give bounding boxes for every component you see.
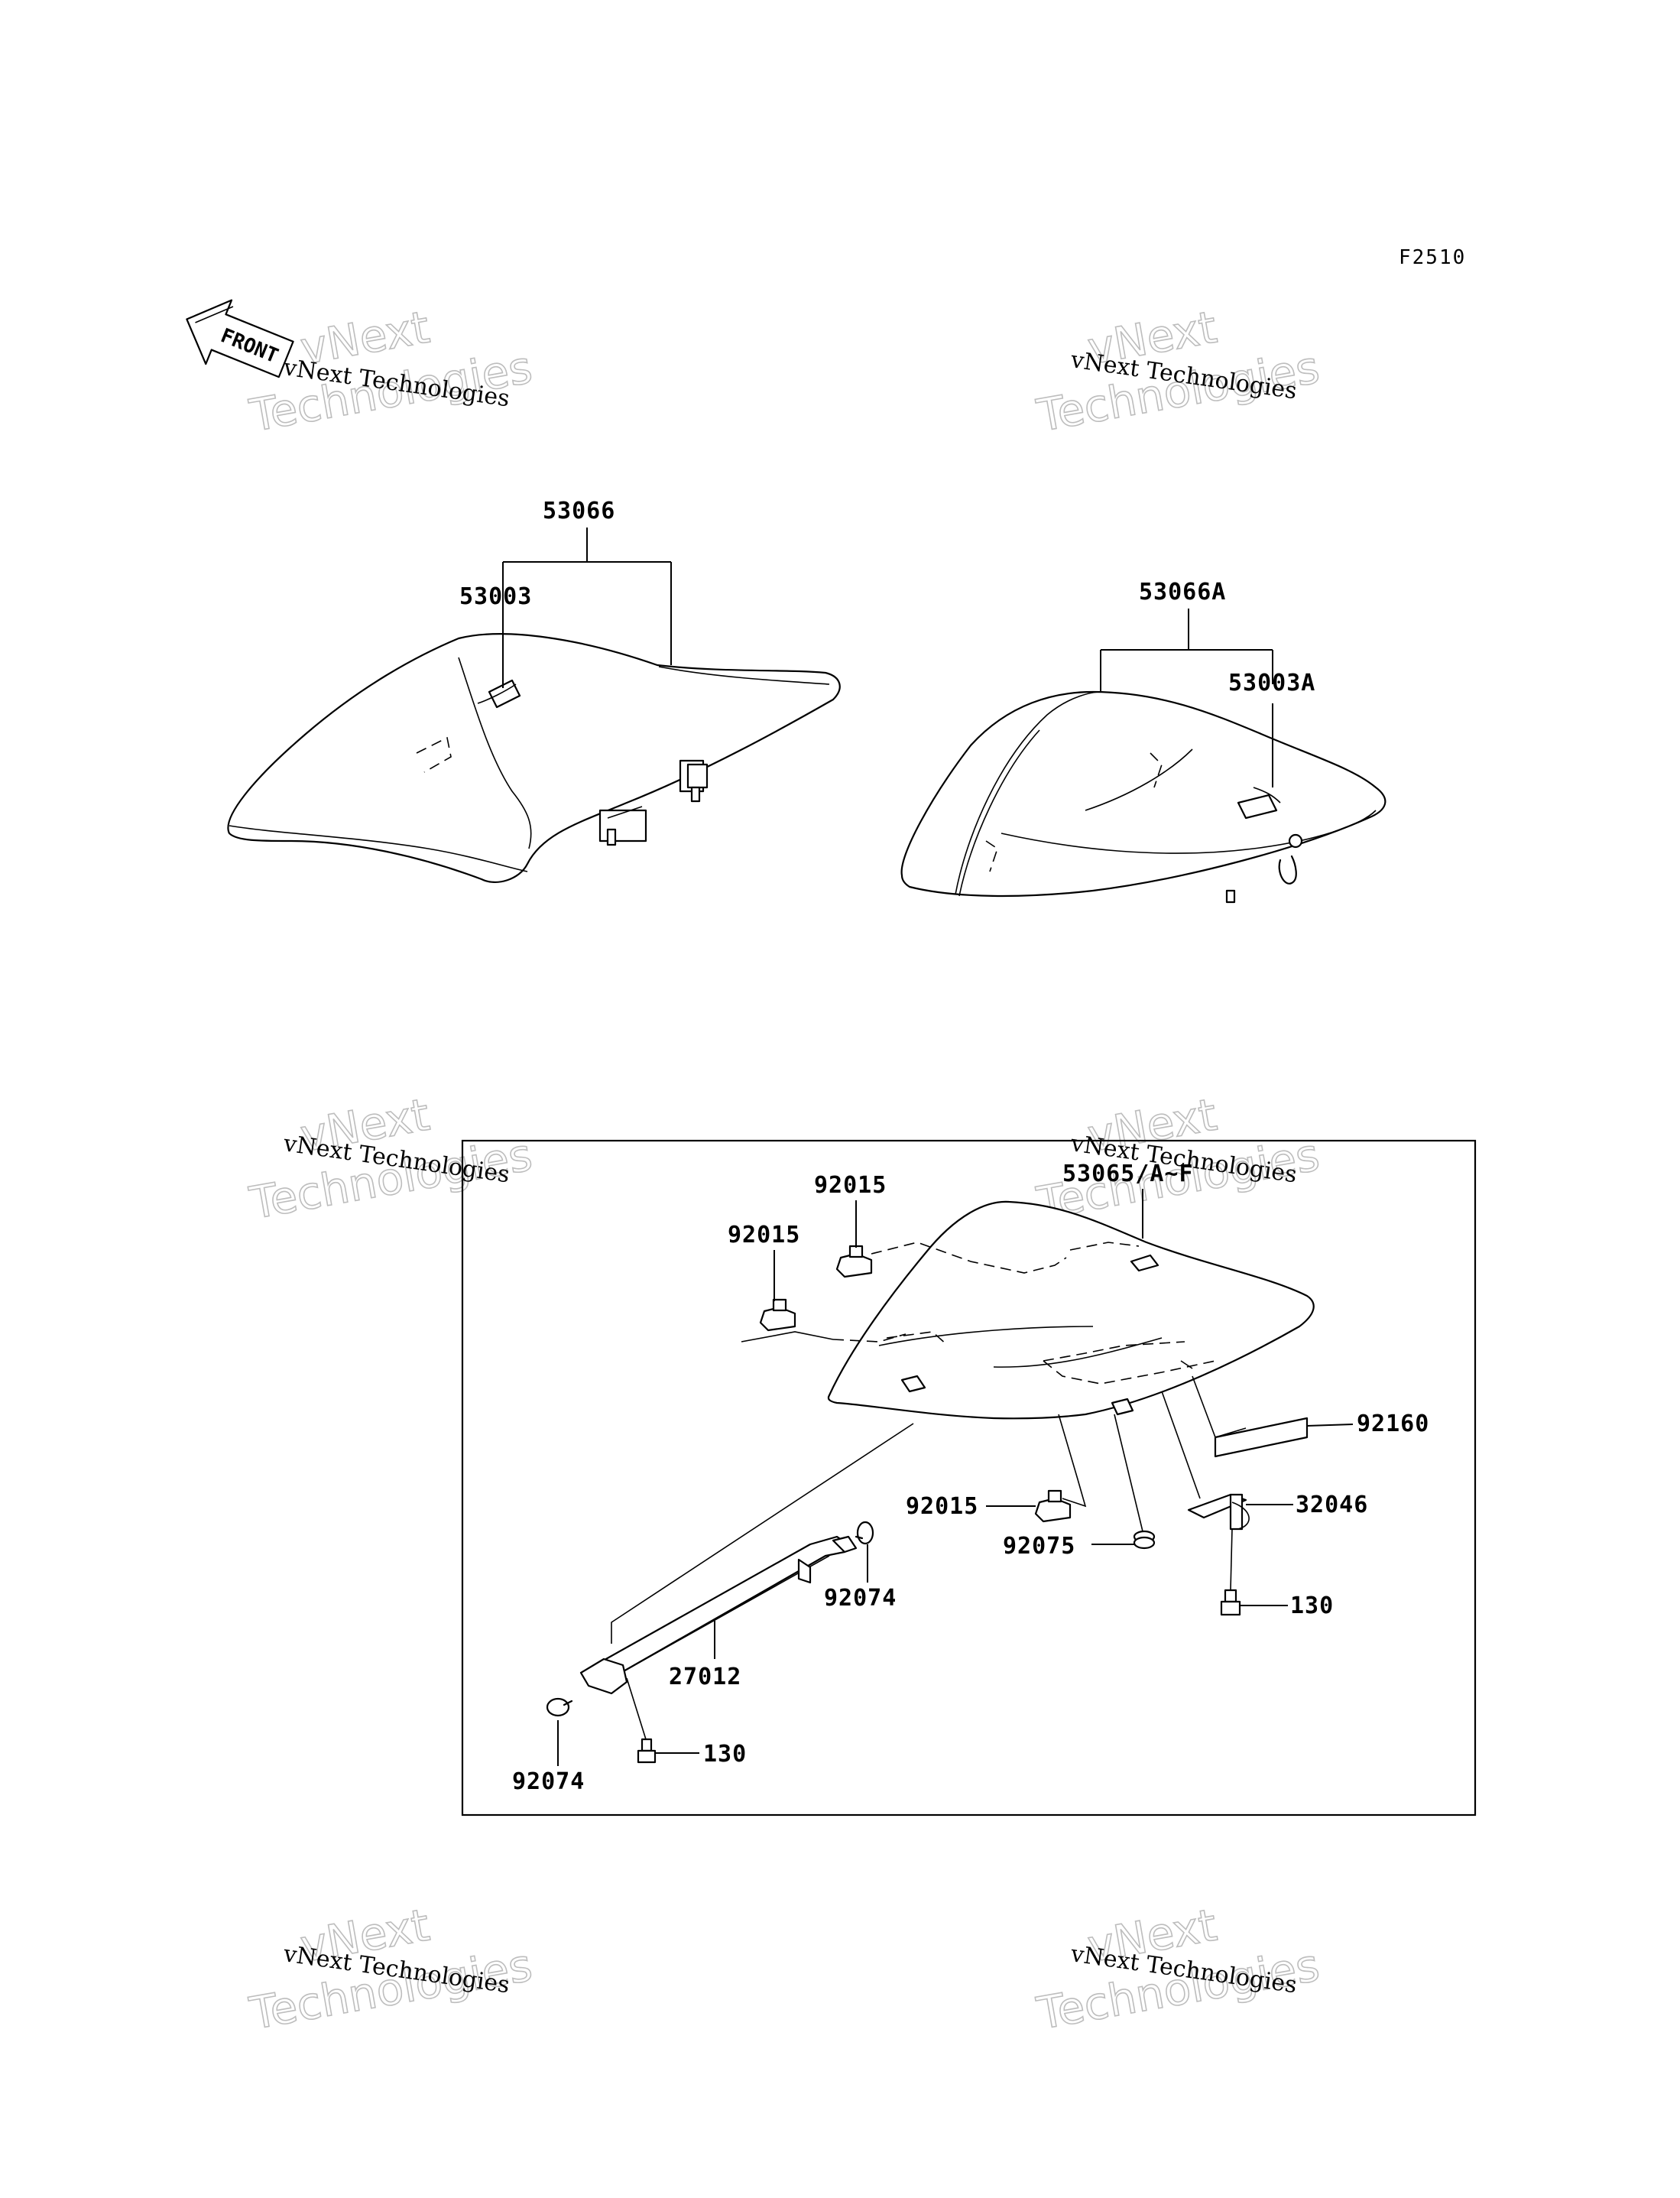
label-92160: 92160 bbox=[1357, 1411, 1429, 1437]
damper-left bbox=[546, 1697, 573, 1717]
label-53003A: 53003A bbox=[1228, 670, 1315, 696]
label-92075: 92075 bbox=[1003, 1533, 1075, 1560]
label-32046: 32046 bbox=[1296, 1492, 1368, 1518]
label-92015-bottom: 92015 bbox=[906, 1493, 978, 1520]
label-130-right: 130 bbox=[1290, 1592, 1334, 1619]
bolt-left bbox=[637, 1738, 657, 1764]
label-53003: 53003 bbox=[459, 583, 532, 610]
label-92074-left: 92074 bbox=[512, 1768, 585, 1795]
label-92015-left: 92015 bbox=[728, 1222, 800, 1248]
damper-right bbox=[855, 1521, 874, 1545]
rider-seat bbox=[227, 633, 841, 883]
clip-bottom bbox=[1034, 1489, 1072, 1523]
detail-frame bbox=[461, 1139, 1477, 1817]
front-arrow-icon: FRONT bbox=[186, 299, 294, 378]
pad bbox=[1214, 1417, 1309, 1458]
label-92074-right: 92074 bbox=[824, 1585, 897, 1612]
seat-cover-cowl bbox=[827, 1200, 1315, 1420]
clip-top bbox=[835, 1245, 873, 1278]
label-130-left: 130 bbox=[703, 1741, 747, 1768]
figure-code: F2510 bbox=[1399, 246, 1466, 269]
label-53065: 53065/A~F bbox=[1062, 1161, 1194, 1187]
clip-left bbox=[759, 1298, 796, 1332]
label-53066: 53066 bbox=[543, 498, 615, 524]
stay bbox=[579, 1535, 858, 1695]
grommet bbox=[1133, 1530, 1156, 1550]
label-53066A: 53066A bbox=[1139, 579, 1226, 606]
bracket bbox=[1187, 1493, 1250, 1531]
pillion-seat bbox=[900, 690, 1386, 904]
label-92015-top: 92015 bbox=[814, 1172, 887, 1199]
bolt-right bbox=[1220, 1589, 1241, 1616]
label-27012: 27012 bbox=[669, 1664, 741, 1690]
